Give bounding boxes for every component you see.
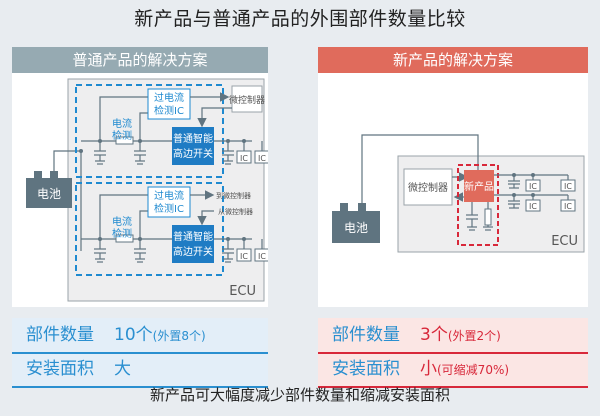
svg-text:IC: IC — [564, 182, 572, 191]
svg-text:IC: IC — [564, 202, 572, 211]
ic-box — [236, 248, 252, 262]
svg-text:IC: IC — [529, 202, 537, 211]
high-side-switch-2 — [172, 225, 214, 263]
microcontroller-label: 微控制器 — [408, 181, 448, 194]
ic-box — [254, 150, 268, 164]
page-title: 新产品与普通产品的外围部件数量比较 — [134, 8, 466, 30]
mounting-area-label: 安装面积 — [332, 359, 400, 379]
new-solution-header: 新产品的解决方案 — [318, 47, 588, 73]
parts-count-row: 部件数量 10个(外置8个) — [12, 320, 268, 354]
mounting-area-value: 大 — [114, 359, 131, 379]
parts-count-value: 3个(外置2个) — [420, 325, 501, 345]
integration-region-1 — [75, 84, 224, 178]
overcurrent-ic-1 — [147, 88, 191, 120]
battery-label: 电池 — [344, 221, 368, 235]
conventional-metrics: 部件数量 10个(外置8个) 安装面积 大 — [12, 318, 268, 388]
battery-icon: 电池 — [332, 203, 380, 243]
integration-region-2 — [75, 182, 224, 276]
svg-text:电流: 电流 — [112, 117, 132, 130]
svg-text:IC: IC — [258, 252, 266, 261]
svg-text:IC: IC — [240, 154, 248, 163]
parts-count-label: 部件数量 — [332, 325, 400, 345]
svg-text:IC: IC — [258, 154, 266, 163]
svg-text:普通智能: 普通智能 — [173, 230, 213, 243]
ic-box — [525, 199, 541, 212]
ic-box — [254, 248, 268, 262]
overcurrent-ic-2 — [147, 186, 191, 218]
new-solution-panel: 新产品的解决方案 ECU 电池 微控制器 新产品 — [318, 47, 588, 307]
ic-box — [560, 199, 576, 212]
svg-text:电流: 电流 — [112, 215, 132, 228]
conventional-solution-panel: 普通产品的解决方案 ECU 电池 过电流 检测IC 电流 — [12, 47, 268, 307]
mounting-area-row: 安装面积 小(可缩减70%) — [318, 354, 588, 388]
new-metrics: 部件数量 3个(外置2个) 安装面积 小(可缩减70%) — [318, 318, 588, 388]
mounting-area-value: 小(可缩减70%) — [420, 359, 510, 379]
from-mcu-label: 从微控制器 — [218, 207, 253, 216]
svg-text:过电流: 过电流 — [154, 189, 184, 202]
svg-text:IC: IC — [240, 252, 248, 261]
ic-box — [525, 179, 541, 192]
svg-text:普通智能: 普通智能 — [173, 132, 213, 145]
to-mcu-label: 到微控制器 — [216, 191, 251, 200]
svg-text:高边开关: 高边开关 — [173, 245, 213, 258]
shunt-resistor-2 — [115, 234, 134, 243]
high-side-switch-1 — [172, 127, 214, 165]
ecu-label: ECU — [229, 284, 256, 299]
svg-text:检测IC: 检测IC — [154, 202, 184, 215]
svg-text:IC: IC — [529, 182, 537, 191]
microcontroller-box — [231, 85, 263, 113]
ic-box — [560, 179, 576, 192]
svg-text:检测: 检测 — [112, 227, 132, 240]
parts-count-label: 部件数量 — [26, 325, 94, 345]
svg-text:过电流: 过电流 — [154, 91, 184, 104]
parts-count-value: 10个(外置8个) — [114, 325, 206, 345]
microcontroller-label: 微控制器 — [229, 94, 265, 106]
ic-box — [236, 150, 252, 164]
mounting-area-row: 安装面积 大 — [12, 354, 268, 388]
conventional-solution-header: 普通产品的解决方案 — [12, 47, 268, 73]
conventional-circuit-diagram: ECU 电池 过电流 检测IC 电流 检测 微控制器 — [26, 78, 268, 302]
mounting-area-label: 安装面积 — [26, 359, 94, 379]
svg-text:检测: 检测 — [112, 129, 132, 142]
ecu-label: ECU — [551, 234, 578, 249]
new-circuit-diagram: ECU 电池 微控制器 新产品 — [332, 134, 585, 253]
parts-count-row: 部件数量 3个(外置2个) — [318, 320, 588, 354]
shunt-resistor-1 — [115, 136, 134, 145]
battery-icon: 电池 — [26, 171, 72, 208]
summary-caption: 新产品可大幅度减少部件数量和缩减安装面积 — [149, 386, 450, 404]
integration-region-new — [457, 164, 499, 246]
svg-text:检测IC: 检测IC — [154, 104, 184, 117]
new-product-label: 新产品 — [464, 180, 494, 193]
new-product-chip — [464, 170, 494, 202]
svg-text:高边开关: 高边开关 — [173, 147, 213, 160]
microcontroller-box — [403, 168, 453, 206]
battery-label: 电池 — [37, 187, 61, 201]
